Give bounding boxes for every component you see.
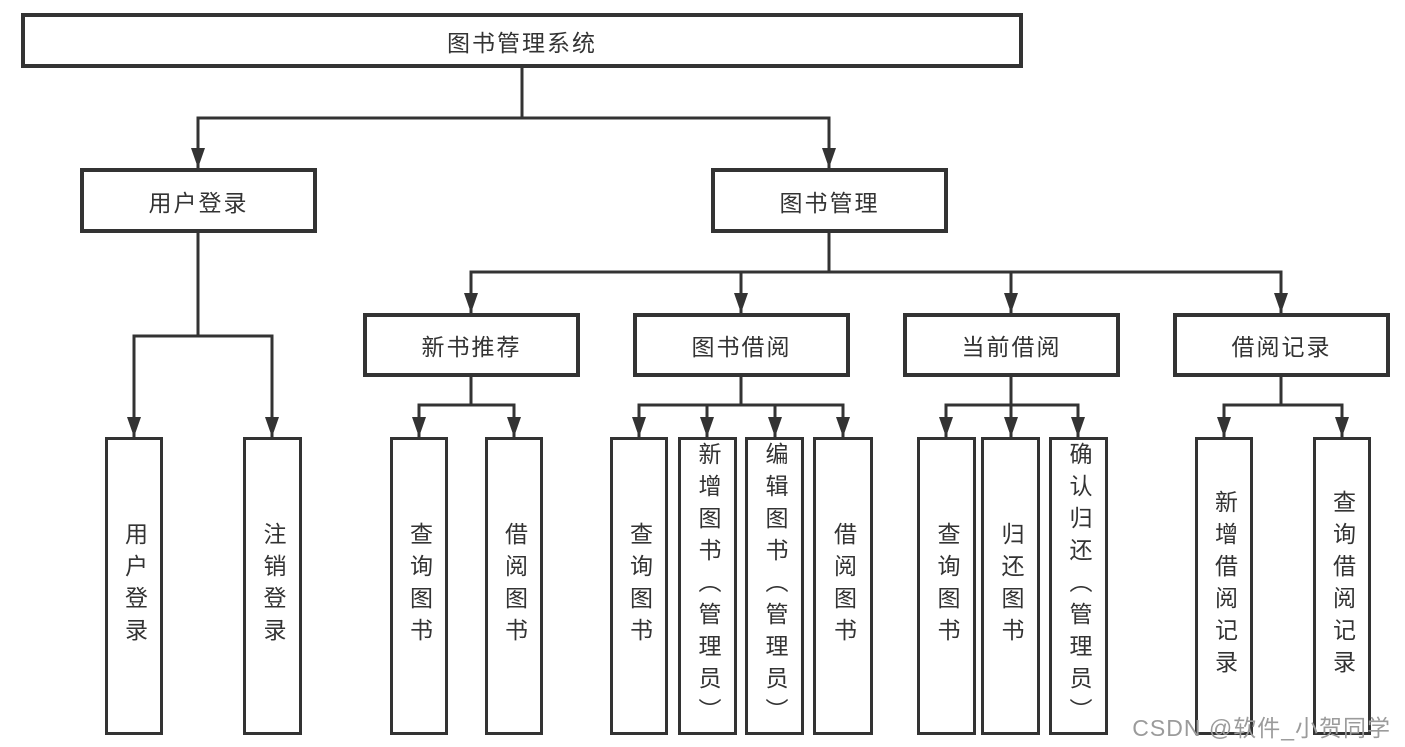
node-borrowing-records: 借阅记录 [1173,313,1390,377]
leaf-add-borrow-record: 新增借阅记录 [1195,437,1253,735]
leaf-label: 借阅图书 [501,522,528,650]
leaf-query-books-borrowing: 查询图书 [610,437,668,735]
leaf-return-book: 归还图书 [981,437,1040,735]
node-new-book-recommend: 新书推荐 [363,313,580,377]
leaf-label: 查询借阅记录 [1329,490,1356,682]
leaf-label: 用户登录 [121,522,148,650]
leaf-query-books-recommend: 查询图书 [390,437,448,735]
node-book-management: 图书管理 [711,168,948,233]
leaf-label: 查询图书 [626,522,653,650]
leaf-confirm-return-admin: 确认归还（管理员） [1049,437,1108,735]
node-library-system-root: 图书管理系统 [21,13,1023,68]
leaf-label: 查询图书 [934,522,960,650]
leaf-logout: 注销登录 [243,437,302,735]
leaf-borrow-books-recommend: 借阅图书 [485,437,543,735]
leaf-label: 确认归还（管理员） [1066,442,1092,730]
leaf-label: 借阅图书 [830,522,857,650]
leaf-label: 编辑图书（管理员） [762,442,788,730]
leaf-label: 新增借阅记录 [1211,490,1238,682]
leaf-borrow-books-borrowing: 借阅图书 [813,437,873,735]
leaf-label: 新增图书（管理员） [695,442,721,730]
leaf-label: 注销登录 [260,522,286,650]
node-current-borrowing: 当前借阅 [903,313,1120,377]
csdn-watermark: CSDN @软件_小贺同学 [1132,715,1391,741]
leaf-label: 归还图书 [998,522,1024,650]
node-user-login: 用户登录 [80,168,317,233]
leaf-label: 查询图书 [406,522,433,650]
leaf-user-login: 用户登录 [105,437,163,735]
leaf-edit-book-admin: 编辑图书（管理员） [745,437,804,735]
node-book-borrowing: 图书借阅 [633,313,850,377]
leaf-add-book-admin: 新增图书（管理员） [678,437,737,735]
leaf-query-books-current: 查询图书 [917,437,976,735]
leaf-query-borrow-record: 查询借阅记录 [1313,437,1371,735]
